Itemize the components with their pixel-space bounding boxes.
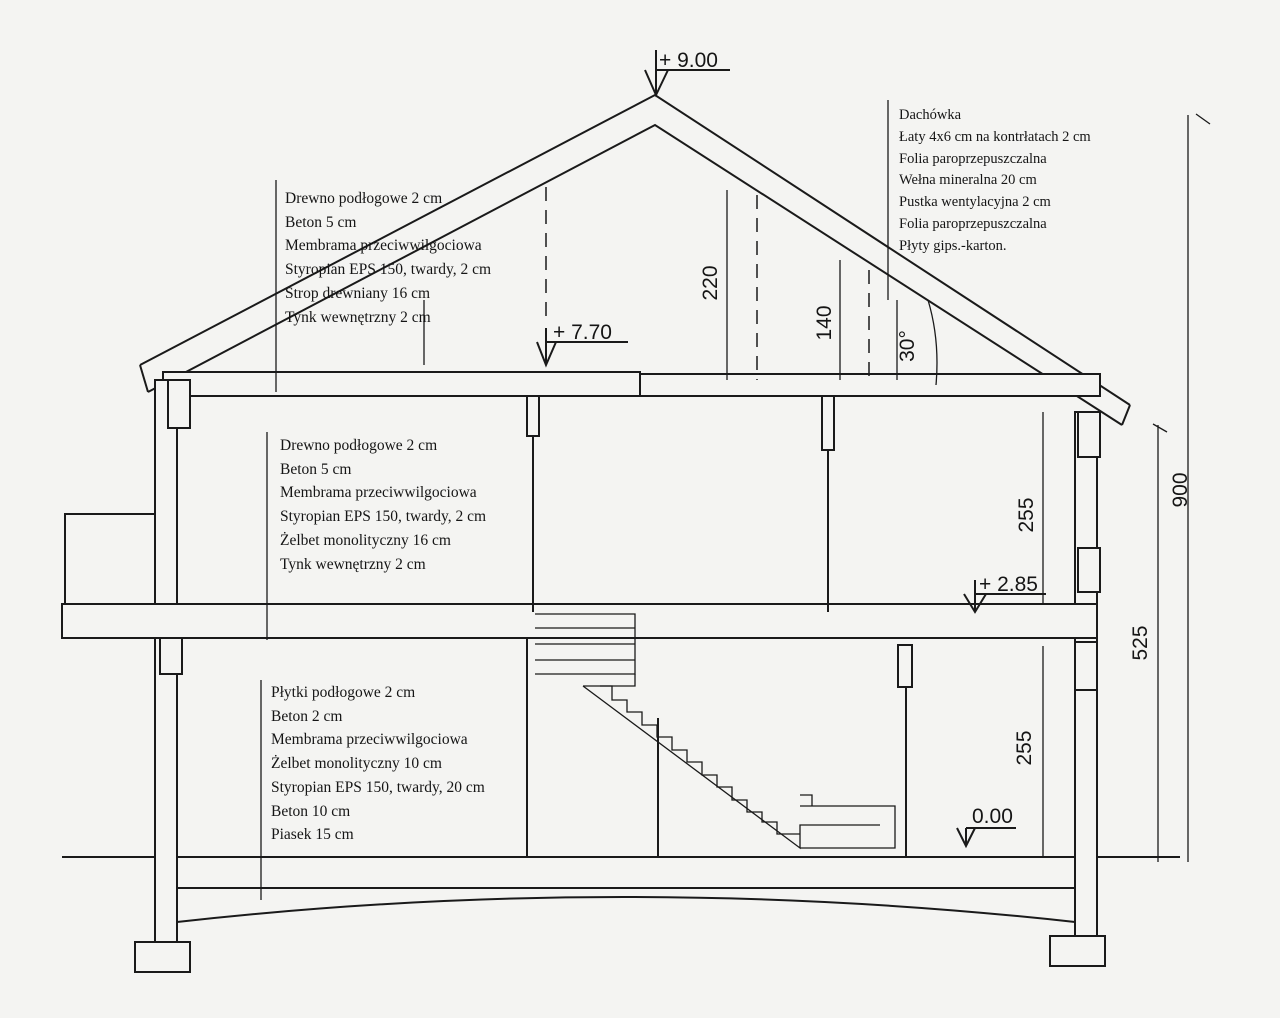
layer-label: Folia paroprzepuszczalna	[899, 215, 1047, 232]
right-upper-lintel	[1077, 411, 1101, 458]
roof-angle-label: 30°	[896, 330, 919, 362]
stair-steps	[600, 685, 800, 835]
dim-kneewall-height-label: 140	[813, 305, 836, 341]
first-floor-layers-note: Drewno podłogowe 2 cm Beton 5 cm Membram…	[280, 434, 486, 576]
level-marker-ground	[956, 827, 1016, 849]
layer-label: Beton 2 cm	[271, 707, 343, 725]
right-lower-lintel	[1074, 641, 1098, 691]
layer-label: Piasek 15 cm	[271, 826, 354, 844]
balcony-railing	[64, 513, 156, 605]
layer-label: Membrama przeciwwilgociowa	[280, 484, 477, 502]
right-mid-lintel	[1077, 547, 1101, 593]
dim-total-label: 900	[1169, 472, 1192, 508]
stair-flight-lower	[582, 685, 896, 850]
left-upper-lintel	[167, 379, 191, 429]
stair-landing	[583, 674, 636, 687]
layer-label: Membrama przeciwwilgociowa	[271, 731, 468, 749]
roof-layers-note: Dachówka Łaty 4x6 cm na kontrłatach 2 cm…	[899, 105, 1091, 258]
layer-label: Drewno podłogowe 2 cm	[285, 190, 443, 207]
roof-angle-arc	[927, 299, 938, 386]
layer-label: Wełna mineralna 20 cm	[899, 172, 1037, 189]
left-footing	[134, 941, 191, 973]
layer-label: Beton 5 cm	[280, 460, 352, 478]
layer-label: Płyty gips.-karton.	[899, 237, 1007, 254]
dim-total-tick-top	[1195, 113, 1211, 125]
dim-to-attic-label: 525	[1129, 625, 1152, 661]
layer-label: Dachówka	[899, 107, 962, 123]
dim-ground-floor-label: 255	[1013, 730, 1036, 766]
level-marker-ridge	[644, 50, 730, 98]
layer-label: Membrama przeciwwilgociowa	[285, 237, 482, 255]
ground-slab-bottom	[176, 896, 1076, 923]
layer-label: Drewno podłogowe 2 cm	[280, 437, 438, 454]
layer-label: Strop drewniany 16 cm	[285, 284, 431, 302]
roof-left-eave	[139, 364, 149, 393]
layer-label: Żelbet monolityczny 10 cm	[271, 755, 442, 773]
layer-label: Beton 5 cm	[285, 213, 357, 231]
attic-floor-layers-note: Drewno podłogowe 2 cm Beton 5 cm Membram…	[285, 187, 491, 329]
roof-inner-edge	[147, 123, 1123, 426]
layer-label: Łaty 4x6 cm na kontrłatach 2 cm	[899, 128, 1091, 145]
level-attic-label: + 7.70	[553, 321, 612, 344]
upper-partition-left	[526, 395, 540, 437]
layer-label: Styropian EPS 150, twardy, 20 cm	[271, 778, 485, 796]
roof-right-eave	[1121, 404, 1131, 426]
dim-attic-height-label: 220	[699, 265, 722, 301]
first-floor-slab	[61, 603, 1098, 639]
staircase	[535, 613, 896, 850]
layer-label: Styropian EPS 150, twardy, 2 cm	[280, 508, 487, 526]
layer-label: Pustka wentylacyjna 2 cm	[899, 194, 1051, 211]
level-marker-attic	[536, 328, 628, 368]
attic-floor-slab-left	[162, 371, 641, 397]
ground-partition-3-lintel	[897, 644, 913, 688]
dim-first-floor-label: 255	[1015, 497, 1038, 533]
level-ground-label: 0.00	[972, 805, 1013, 828]
ground-floor-layers-note: Płytki podłogowe 2 cm Beton 2 cm Membram…	[271, 681, 485, 847]
layer-label: Beton 10 cm	[271, 802, 351, 820]
level-ridge-label: + 9.00	[659, 49, 718, 72]
layer-label: Tynk wewnętrzny 2 cm	[285, 308, 431, 326]
dim-to-attic-tick-top	[1152, 423, 1168, 433]
right-footing	[1049, 935, 1106, 967]
layer-label: Płytki podłogowe 2 cm	[271, 684, 416, 701]
attic-floor-slab-right	[639, 373, 1101, 397]
layer-label: Tynk wewnętrzny 2 cm	[280, 555, 426, 573]
layer-label: Styropian EPS 150, twardy, 2 cm	[285, 261, 492, 279]
level-first-label: + 2.85	[979, 573, 1038, 596]
level-marker-first	[963, 580, 1046, 614]
upper-partition-right	[821, 395, 835, 451]
layer-label: Folia paroprzepuszczalna	[899, 150, 1047, 167]
layer-label: Żelbet monolityczny 16 cm	[280, 531, 451, 549]
stair-flight-upper	[535, 613, 636, 675]
